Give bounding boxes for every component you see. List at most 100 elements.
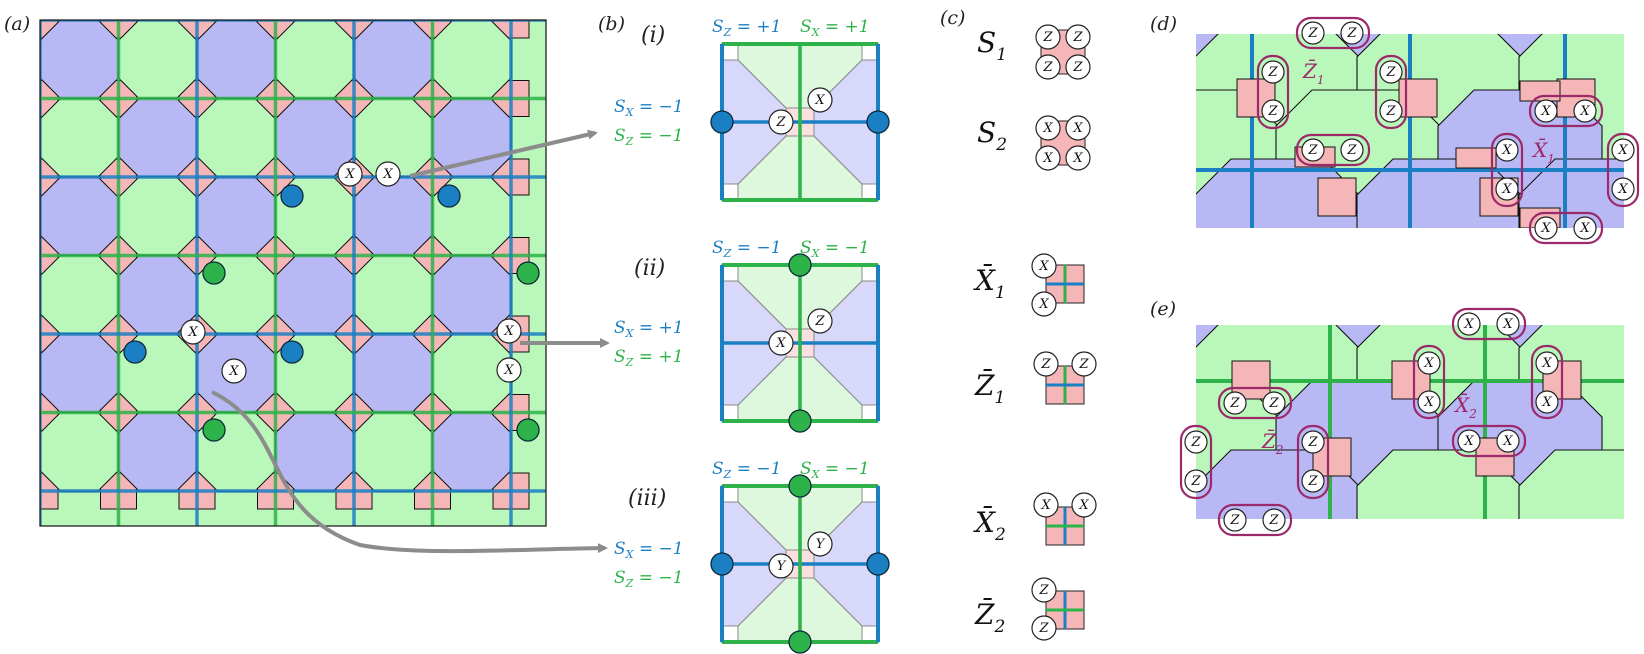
lattice-overlay: X X X X X X xyxy=(123,161,540,442)
qubit-x xyxy=(221,358,247,384)
corner-square xyxy=(861,264,879,282)
qubit-x-label: X xyxy=(1617,143,1628,158)
panel-label-b: (b) xyxy=(598,13,625,35)
qubit-x xyxy=(375,161,401,187)
logical-x2-pill xyxy=(1530,344,1564,420)
qubit-z-label: Z xyxy=(1190,474,1201,489)
qubit-x xyxy=(1611,177,1635,201)
op-s2-label: S2 xyxy=(977,116,1007,155)
arrow-to-i xyxy=(409,129,598,178)
qubit-label: Z xyxy=(1042,30,1053,45)
qubit xyxy=(1071,492,1097,518)
syndrome-top-right: SX = −1 xyxy=(800,459,870,481)
plaquette-square xyxy=(1455,147,1497,169)
green-octagon xyxy=(353,411,434,492)
syndrome-top-left: SZ = −1 xyxy=(712,238,781,260)
corner-square xyxy=(861,485,879,503)
qubit-x-label: X xyxy=(1579,221,1590,236)
qubit-label: X xyxy=(775,336,786,351)
corner-square xyxy=(721,404,739,422)
logical-z1-label: Z̄1 xyxy=(1302,58,1325,87)
qubit-label: X xyxy=(1042,121,1053,136)
blue-syndrome-dot xyxy=(123,340,147,364)
qubit-label: X xyxy=(1072,121,1083,136)
plaquette-square xyxy=(1519,80,1561,102)
corner-square xyxy=(861,625,879,643)
op-s1-label: S1 xyxy=(977,26,1007,65)
plaquette-square xyxy=(1398,78,1438,118)
qubit-x-label: X xyxy=(344,167,355,182)
qubit-z-label: Z xyxy=(1346,143,1357,158)
qubit-x-label: X xyxy=(1423,356,1434,371)
qubit-label: Z xyxy=(814,314,825,329)
qubit xyxy=(1035,24,1061,50)
syndrome-side-2: SZ = −1 xyxy=(614,126,683,148)
green-octagon xyxy=(274,20,355,100)
qubit-x-label: X xyxy=(1501,143,1512,158)
qubit xyxy=(768,553,794,579)
qubit-x-label: X xyxy=(1540,221,1551,236)
syndrome-side-2: SZ = +1 xyxy=(614,347,683,369)
qubit-x-label: X xyxy=(503,324,514,339)
corner-square xyxy=(861,183,879,201)
qubit-z xyxy=(1262,508,1286,532)
qubit-label: Y xyxy=(777,559,787,574)
qubit-label: Z xyxy=(775,115,786,130)
qubit-x-label: X xyxy=(228,364,239,379)
qubit-label: X xyxy=(1040,498,1051,513)
syndrome-side-2: SZ = −1 xyxy=(614,568,683,590)
blue-octagon xyxy=(40,20,120,100)
qubit xyxy=(1065,54,1091,80)
qubit-x xyxy=(1457,312,1481,336)
op-z1-label: Z̄1 xyxy=(974,368,1005,408)
green-octagon xyxy=(431,20,512,100)
qubit-x-label: X xyxy=(503,363,514,378)
qubit xyxy=(768,109,794,135)
qubit-x xyxy=(1496,312,1520,336)
qubit-z xyxy=(1223,391,1247,415)
blue-octagon xyxy=(353,176,434,257)
qubit xyxy=(1035,115,1061,141)
qubit-label: Z xyxy=(1038,621,1049,636)
corner-square xyxy=(721,183,739,201)
logical-z2-pill xyxy=(1217,503,1293,537)
blue-octagon xyxy=(431,254,512,335)
qubit-x xyxy=(1573,99,1597,123)
op-x2-label: X̄2 xyxy=(973,505,1006,545)
subpanel-label-iii: (iii) xyxy=(628,486,666,511)
logical-x1-pill xyxy=(1606,132,1640,208)
qubit-x-label: X xyxy=(1541,395,1552,410)
logical-panel-d xyxy=(1196,34,1624,228)
qubit-x-label: X xyxy=(187,325,198,340)
syndrome-top-left: SZ = −1 xyxy=(712,459,781,481)
green-syndrome-dot xyxy=(788,253,812,277)
subpanel-label-i: (i) xyxy=(641,23,665,48)
qubit-label: X xyxy=(1038,259,1049,274)
qubit-z-label: Z xyxy=(1307,474,1318,489)
green-octagon xyxy=(40,411,120,492)
qubit-x-label: X xyxy=(382,167,393,182)
green-octagon xyxy=(40,254,120,335)
qubit-z-label: Z xyxy=(1307,26,1318,41)
panel-label-d: (d) xyxy=(1150,13,1177,35)
blue-syndrome-dot xyxy=(280,184,304,208)
qubit-z xyxy=(1379,99,1403,123)
qubit-label: X xyxy=(1042,151,1053,166)
green-syndrome-dot xyxy=(788,474,812,498)
logical-x1-pill xyxy=(1528,211,1604,245)
qubit xyxy=(1065,145,1091,171)
lattice-panel xyxy=(40,20,546,526)
qubit-z xyxy=(1340,138,1364,162)
qubit-z-label: Z xyxy=(1385,104,1396,119)
logical-x1-pill xyxy=(1490,132,1524,208)
qubit-x-label: X xyxy=(1502,317,1513,332)
qubit xyxy=(1035,145,1061,171)
syndrome-side-1: SX = −1 xyxy=(614,539,684,561)
qubit-z xyxy=(1301,430,1325,454)
logical-x2-label: X̄2 xyxy=(1453,392,1477,421)
qubit-x xyxy=(1535,351,1559,375)
qubit-x xyxy=(1496,429,1520,453)
